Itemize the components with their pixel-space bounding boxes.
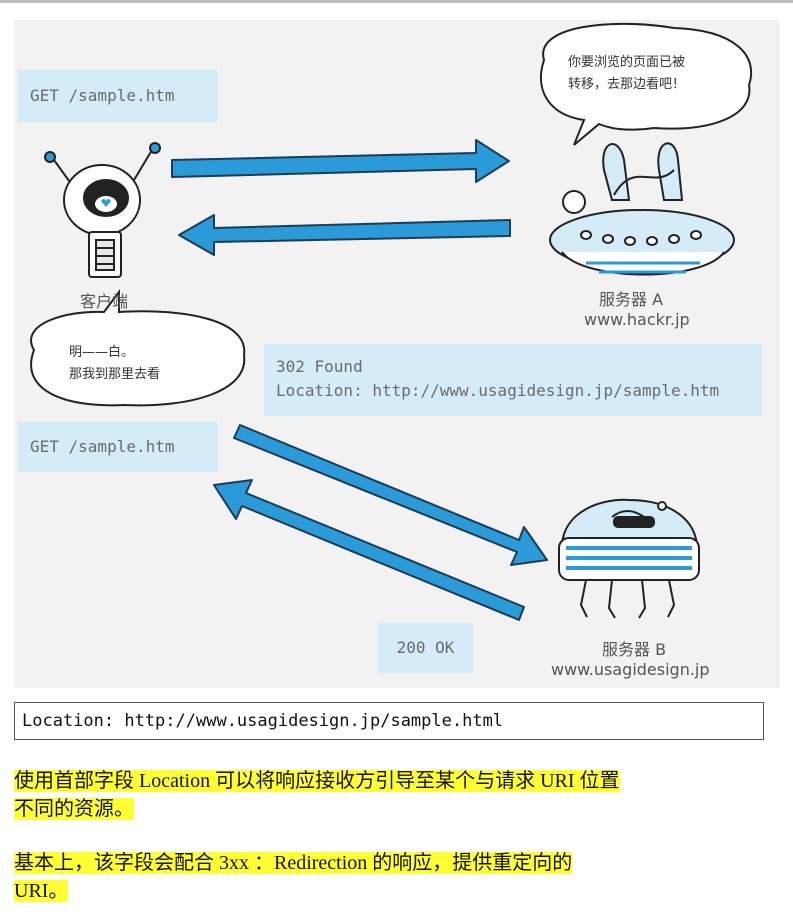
arrow-request-to-server-b bbox=[233, 424, 548, 566]
client-speech-bubble bbox=[30, 289, 246, 407]
server-a-ufo bbox=[549, 142, 735, 276]
server-b-ufo bbox=[558, 498, 700, 619]
request-message-box-1: GET /sample.htm bbox=[18, 70, 218, 122]
arrow-response-from-server-a bbox=[178, 214, 511, 256]
server-b-host: www.usagidesign.jp bbox=[551, 660, 710, 679]
request-message-1: GET /sample.htm bbox=[30, 86, 175, 105]
request-message-2: GET /sample.htm bbox=[30, 437, 175, 456]
client-label: 客户端 bbox=[80, 292, 129, 311]
client-bubble-line-2: 那我到那里去看 bbox=[69, 367, 161, 382]
server-a-speech-bubble bbox=[539, 22, 753, 146]
paragraph-1-line-2: 不同的资源。 bbox=[14, 798, 134, 820]
client-robot bbox=[44, 142, 161, 278]
redirect-response-box: 302 Found Location: http://www.usagidesi… bbox=[264, 344, 762, 416]
redirect-diagram: GET /sample.htm 302 Found Location: http… bbox=[14, 20, 779, 688]
server-a-label: 服务器 A bbox=[599, 290, 664, 309]
ok-response: 200 OK bbox=[396, 638, 455, 657]
paragraph-2: 基本上，该字段会配合 3xx ：Redirection 的响应，提供重定向的 U… bbox=[14, 849, 573, 905]
server-a-bubble-text: 你要浏览的页面已被 转移，去那边看吧！ bbox=[568, 52, 685, 96]
ok-response-box: 200 OK bbox=[378, 623, 473, 673]
paragraph-2-line-2: URI。 bbox=[14, 880, 69, 902]
top-divider bbox=[0, 0, 793, 3]
paragraph-1: 使用首部字段 Location 可以将响应接收方引导至某个与请求 URI 位置 … bbox=[14, 767, 620, 823]
server-a-bubble-line-1: 你要浏览的页面已被 bbox=[568, 55, 686, 70]
server-a-host: www.hackr.jp bbox=[584, 310, 690, 329]
server-b-label: 服务器 B bbox=[602, 640, 667, 659]
client-bubble-text: 明——白。 那我到那里去看 bbox=[69, 342, 160, 386]
redirect-status: 302 Found bbox=[276, 357, 363, 376]
paragraph-2-line-1: 基本上，该字段会配合 3xx ：Redirection 的响应，提供重定向的 bbox=[14, 852, 573, 874]
client-bubble-line-1: 明——白。 bbox=[69, 345, 135, 360]
code-example: Location: http://www.usagidesign.jp/samp… bbox=[14, 702, 764, 740]
redirect-location: Location: http://www.usagidesign.jp/samp… bbox=[276, 381, 720, 400]
request-message-box-2: GET /sample.htm bbox=[18, 422, 218, 472]
arrow-request-to-server-a bbox=[171, 139, 510, 183]
diagram-artwork bbox=[30, 22, 753, 621]
server-a-bubble-line-2: 转移，去那边看吧！ bbox=[568, 77, 686, 92]
paragraph-1-line-1: 使用首部字段 Location 可以将响应接收方引导至某个与请求 URI 位置 bbox=[14, 770, 620, 792]
arrow-response-from-server-b bbox=[213, 479, 525, 621]
